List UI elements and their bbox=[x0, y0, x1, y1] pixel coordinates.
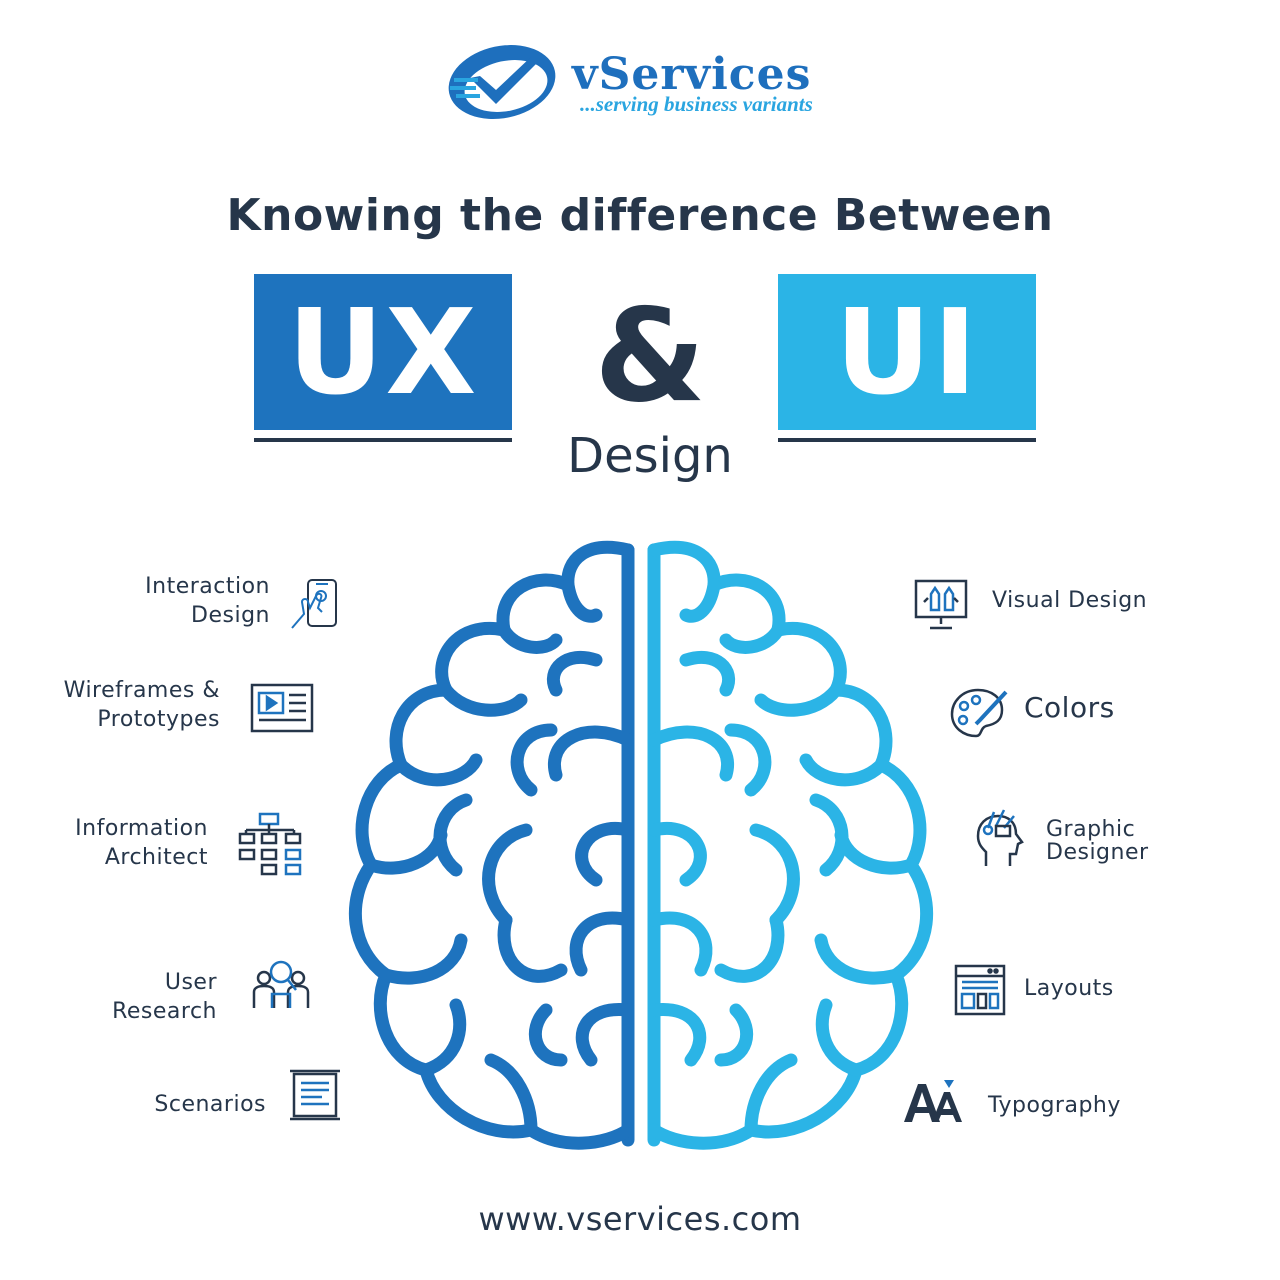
ux-underline bbox=[254, 438, 512, 442]
ampersand: & bbox=[594, 282, 706, 431]
headline: Knowing the difference Between bbox=[226, 190, 1054, 241]
ux-item-information-architect: Information Architect bbox=[75, 816, 208, 870]
brain-illustration-icon bbox=[348, 540, 934, 1150]
touchscreen-hand-icon bbox=[291, 579, 337, 629]
brand-tagline: ...serving business variants bbox=[580, 92, 813, 116]
ux-item-scenarios: Scenarios bbox=[154, 1092, 266, 1117]
brand-name: vServices bbox=[572, 49, 812, 100]
creative-head-icon bbox=[976, 809, 1024, 866]
typography-icon bbox=[904, 1080, 962, 1122]
ux-item-wireframes-prototypes: Wireframes & Prototypes bbox=[63, 678, 220, 732]
palette-icon bbox=[950, 688, 1008, 738]
ui-item-layouts: Layouts bbox=[1024, 976, 1114, 1001]
wireframe-icon bbox=[250, 683, 314, 733]
vservices-logo-icon bbox=[448, 45, 556, 119]
ux-item-user-research: User Research bbox=[112, 970, 217, 1024]
monitor-design-icon bbox=[914, 579, 968, 630]
ux-item-interaction-design: Interaction Design bbox=[145, 574, 270, 628]
user-research-icon bbox=[252, 960, 310, 1008]
ui-item-graphic-designer: Graphic Designer bbox=[1046, 817, 1149, 865]
sitemap-icon bbox=[238, 812, 302, 876]
ux-title-box: UX bbox=[254, 274, 512, 430]
right-hemisphere bbox=[647, 540, 934, 1150]
ui-underline bbox=[778, 438, 1036, 442]
website-url[interactable]: www.vservices.com bbox=[478, 1200, 802, 1238]
layout-icon bbox=[954, 964, 1006, 1016]
ui-title-box: UI bbox=[778, 274, 1036, 430]
ui-item-colors: Colors bbox=[1024, 691, 1115, 724]
scroll-icon bbox=[290, 1069, 340, 1121]
ui-item-visual-design: Visual Design bbox=[992, 588, 1148, 613]
ui-item-typography: Typography bbox=[988, 1093, 1121, 1118]
left-hemisphere bbox=[348, 540, 635, 1150]
design-word: Design bbox=[567, 428, 733, 484]
